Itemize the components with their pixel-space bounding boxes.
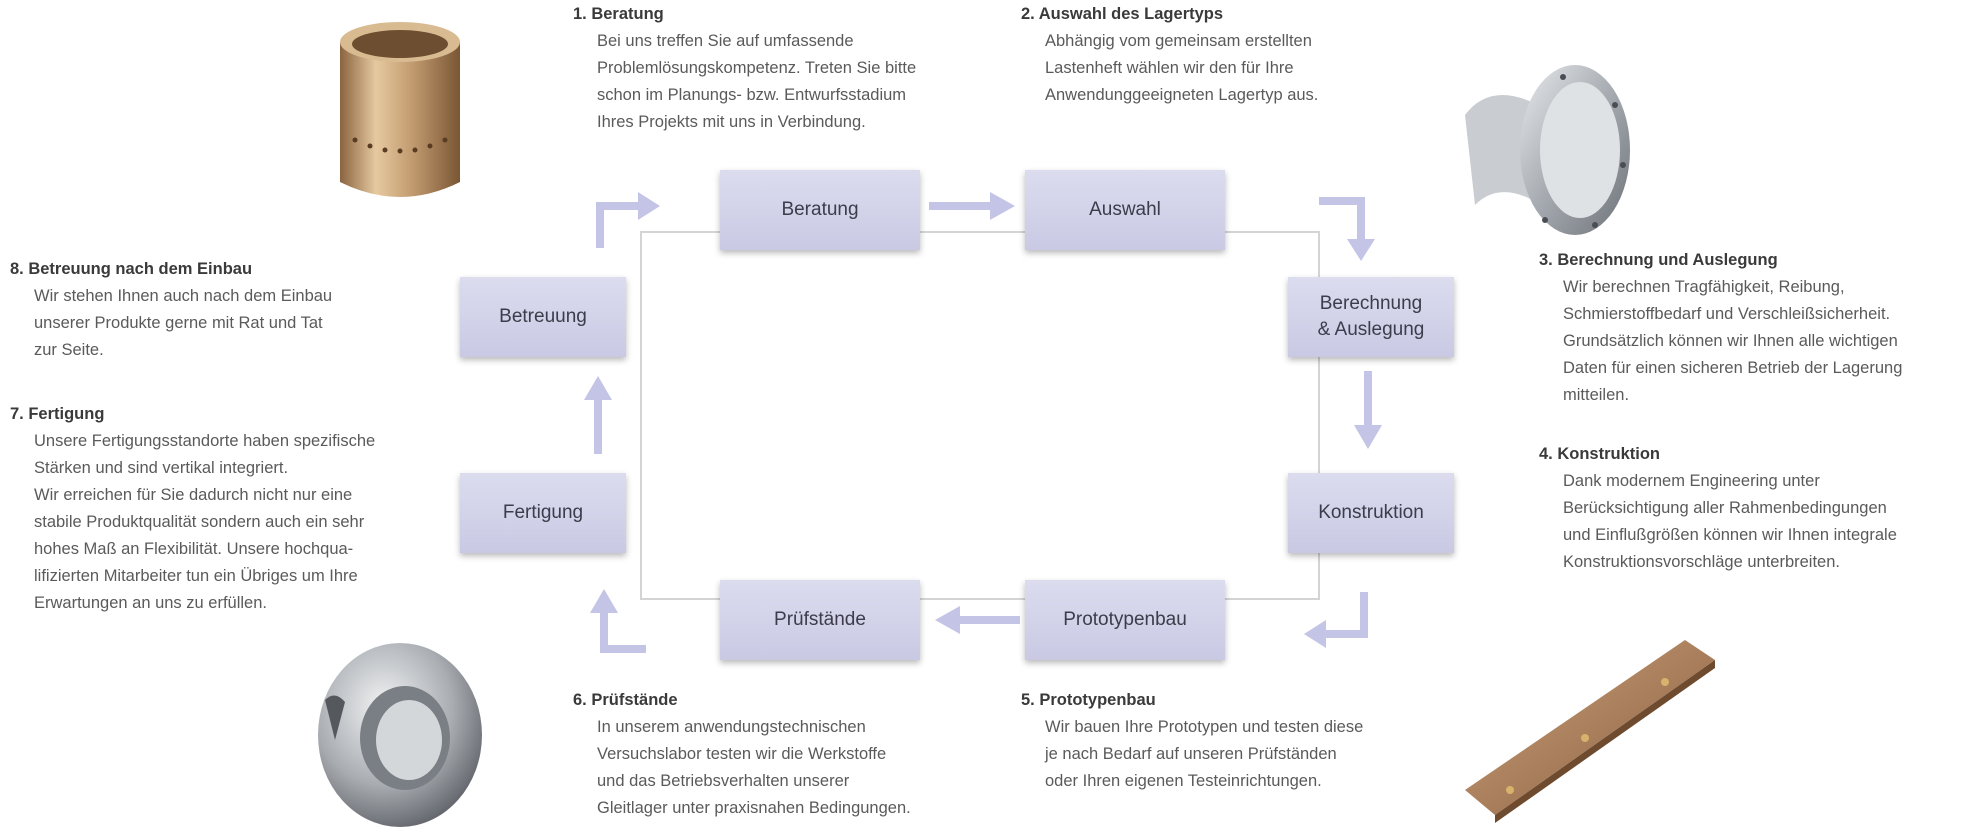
step-text: Wir bauen Ihre Prototypen und testen die… [1045,718,1364,790]
step-title: 4. Konstruktion [1539,445,1661,463]
step-title: 3. Berechnung und Auslegung [1539,251,1778,269]
step-5-prototypenbau: 5. Prototypenbau Wir bauen Ihre Prototyp… [1021,690,1363,795]
step-title: 6. Prüfstände [573,691,678,709]
step-4-konstruktion: 4. Konstruktion Dank modernem Engineerin… [1539,444,1897,576]
step-title: 2. Auswahl des Lagertyps [1021,5,1224,23]
step-title: 1. Beratung [573,5,664,23]
box-fertigung: Fertigung [460,473,626,553]
step-7-fertigung: 7. Fertigung Unsere Fertigungsstandorte … [10,404,375,617]
box-auswahl: Auswahl [1025,170,1225,250]
steel-ring-bearing-image [318,643,482,827]
arrow-corner-bottom-left-icon [590,589,646,653]
step-2-auswahl: 2. Auswahl des Lagertyps Abhängig vom ge… [1021,4,1318,109]
bronze-bushing-image [340,22,460,197]
arrow-corner-top-left-icon [596,192,660,248]
box-konstruktion: Konstruktion [1288,473,1454,553]
step-text: In unserem anwendungstechnischen Versuch… [597,718,911,817]
step-6-pruefstaende: 6. Prüfstände In unserem anwendungstechn… [573,690,911,822]
arrow-up-left-icon [584,376,612,454]
step-text: Wir stehen Ihnen auch nach dem Einbau un… [34,287,333,359]
box-beratung: Beratung [720,170,920,250]
box-berechnung: Berechnung & Auslegung [1288,277,1454,357]
step-text: Unsere Fertigungsstandorte haben spezifi… [34,432,376,612]
step-text: Bei uns treffen Sie auf umfassende Probl… [597,32,917,131]
bronze-sliding-plate-image [1465,640,1715,823]
step-title: 8. Betreuung nach dem Einbau [10,260,253,278]
steel-flange-bushing-image [1465,65,1630,235]
step-text: Abhängig vom gemeinsam erstellten Lasten… [1045,32,1319,104]
arrow-down-right-icon [1354,371,1382,449]
step-1-beratung: 1. Beratung Bei uns treffen Sie auf umfa… [573,4,916,136]
process-cycle-frame [640,231,1320,600]
arrow-left-bottom-icon [935,606,1020,634]
arrow-right-top-icon [929,192,1015,220]
step-8-betreuung: 8. Betreuung nach dem Einbau Wir stehen … [10,259,332,364]
step-title: 7. Fertigung [10,405,105,423]
arrow-corner-top-right-icon [1319,197,1375,261]
step-3-berechnung: 3. Berechnung und Auslegung Wir berechne… [1539,250,1902,409]
step-text: Wir berechnen Tragfähigkeit, Reibung, Sc… [1563,278,1903,404]
arrow-corner-bottom-right-icon [1304,592,1368,648]
step-text: Dank modernem Engineering unter Berücksi… [1563,472,1897,571]
step-title: 5. Prototypenbau [1021,691,1156,709]
box-prototypenbau: Prototypenbau [1025,580,1225,660]
box-pruefstaende: Prüfstände [720,580,920,660]
box-betreuung: Betreuung [460,277,626,357]
